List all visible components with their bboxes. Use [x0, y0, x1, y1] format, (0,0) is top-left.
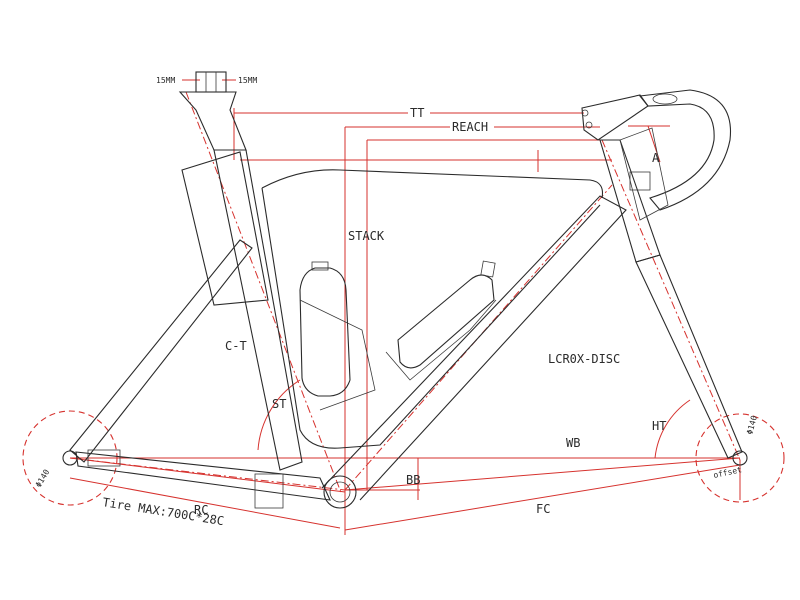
seatpost-left-label: 15MM: [156, 76, 175, 85]
a-label: A: [652, 151, 660, 165]
wb-label: WB: [566, 436, 580, 450]
labels: TT REACH STACK A C-T ST LCR0X-DISC WB HT…: [34, 76, 759, 528]
bottom-bracket: [323, 475, 357, 509]
chainstay-axis: [69, 457, 346, 491]
head-tube-box: [619, 127, 669, 221]
down-tube: [321, 195, 627, 501]
saddle-rail-clamp: [195, 71, 227, 93]
bb-label: BB: [406, 473, 420, 487]
bottle-cage-2: [385, 299, 497, 381]
tt-label: TT: [410, 106, 424, 120]
stack-label: STACK: [348, 229, 385, 243]
seat-tube-axis: [185, 91, 343, 496]
chainstay-bridge: [254, 473, 284, 509]
down-tube-axis: [344, 184, 613, 491]
bottles: [299, 260, 497, 411]
head-tube-axis: [601, 139, 741, 461]
rear-wheel-size-label: Φ140: [34, 468, 52, 489]
rc-dim-line: [69, 477, 341, 529]
bottle-seat-tube: [299, 261, 376, 411]
bottle-down-tube: [385, 260, 497, 381]
dropout-detail: [87, 449, 121, 467]
seat-tube-box: [181, 151, 269, 306]
chain-stay: [75, 451, 331, 501]
offset-label: offset: [713, 465, 743, 480]
front-wheel-circle: [695, 413, 785, 503]
reach-label: REACH: [452, 120, 488, 134]
bottle-cage-1: [299, 299, 376, 411]
ht-label: HT: [652, 419, 666, 433]
bb-to-front-line: [344, 457, 741, 491]
tire-label: Tire MAX:700C*28C: [102, 495, 226, 528]
headset-spacer: [629, 171, 651, 191]
dimension-lines: [69, 79, 741, 535]
main-triangle-inner: [261, 187, 601, 449]
rc-label: RC: [194, 503, 208, 517]
ct-label: C-T: [225, 339, 247, 353]
seat-post-clamp: [178, 91, 247, 151]
rc-line: [69, 457, 346, 493]
seatpost-right-label: 15MM: [238, 76, 257, 85]
rear-wheel-circle: [22, 410, 118, 506]
front-axle: [732, 450, 748, 466]
top-tube: [261, 169, 604, 199]
model-label: LCR0X-DISC: [548, 352, 620, 366]
fork: [635, 254, 743, 459]
fc-label: FC: [536, 502, 550, 516]
seat-stay: [69, 239, 253, 463]
fc-line: [344, 464, 741, 531]
frame: [69, 71, 743, 509]
st-label: ST: [272, 397, 286, 411]
handlebar: [638, 89, 732, 211]
stem: [581, 94, 649, 141]
ht-angle-arc: [654, 399, 691, 459]
front-wheel-size-label: Φ140: [745, 414, 759, 435]
